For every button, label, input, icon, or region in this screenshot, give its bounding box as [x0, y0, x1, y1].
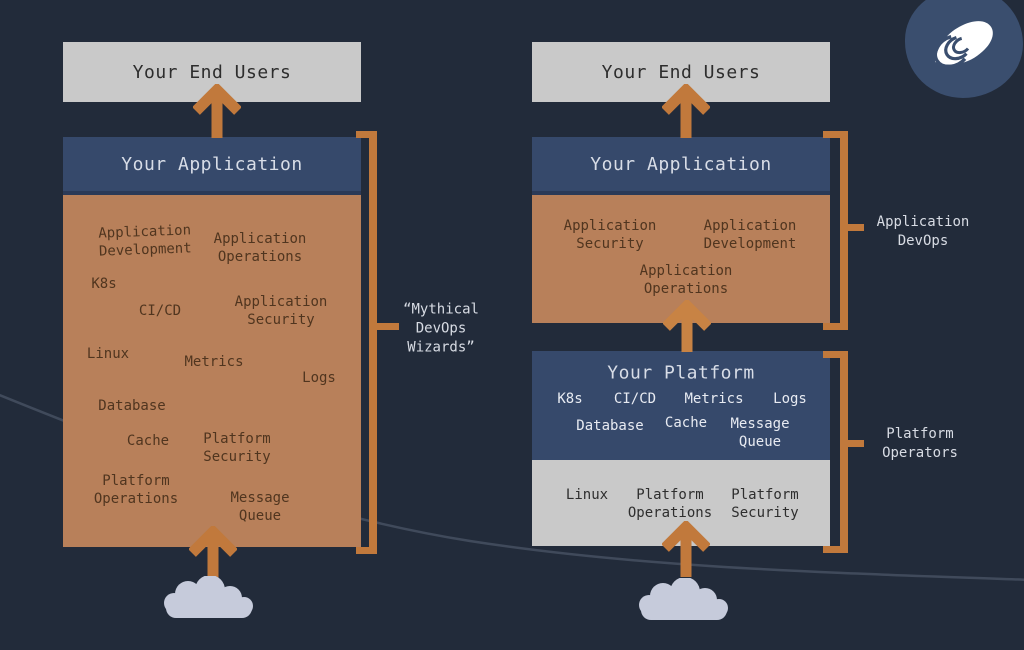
- item-application-operations: Application Operations: [639, 263, 733, 297]
- item-message-queue: Message Queue: [230, 490, 290, 524]
- item-platform-operations: Platform Operations: [627, 487, 713, 521]
- left-application-title: Your Application: [63, 137, 361, 195]
- platform-title: Your Platform: [607, 362, 755, 384]
- mussel-shell-logo-icon: [933, 21, 993, 69]
- item-logs: Logs: [302, 370, 336, 386]
- arrow-up-icon: [189, 526, 237, 582]
- item-ci-cd: CI/CD: [613, 391, 657, 407]
- left-end-users-box: Your End Users: [63, 42, 361, 102]
- item-application-security: Application Security: [563, 218, 657, 252]
- item-k8s: K8s: [557, 391, 583, 407]
- item-metrics: Metrics: [684, 391, 744, 407]
- arrow-up-icon: [662, 521, 710, 577]
- left-application-body: Application Development Application Opera…: [63, 195, 361, 547]
- item-linux: Linux: [86, 346, 130, 362]
- platform-operators-bracket-shape: [823, 351, 864, 553]
- item-application-development: Application Development: [98, 222, 192, 260]
- arrow-up-icon: [663, 300, 711, 352]
- platform-operators-label: Platform Operators: [882, 426, 958, 461]
- item-application-security: Application Security: [234, 294, 328, 328]
- cloud-icon: [164, 576, 253, 618]
- item-database: Database: [576, 418, 644, 434]
- cloud-icon: [639, 578, 728, 620]
- left-bracket-shape: [356, 131, 399, 554]
- right-end-users-box: Your End Users: [532, 42, 830, 102]
- item-ci-cd: CI/CD: [138, 303, 182, 319]
- right-application-body: Application Security Application Developm…: [532, 195, 830, 323]
- item-metrics: Metrics: [184, 354, 244, 370]
- item-database: Database: [98, 398, 166, 414]
- mythical-devops-wizards-label: “Mythical DevOps Wizards”: [403, 301, 479, 356]
- item-application-operations: Application Operations: [213, 231, 307, 265]
- item-k8s: K8s: [91, 276, 117, 292]
- application-devops-label: Application DevOps: [876, 214, 970, 249]
- item-linux: Linux: [565, 487, 609, 503]
- item-application-development: Application Development: [703, 218, 797, 252]
- arrow-up-icon: [662, 84, 710, 138]
- left-application-box: Your Application Application Development…: [63, 137, 361, 547]
- item-message-queue: Message Queue: [730, 416, 790, 450]
- item-platform-operations: Platform Operations: [93, 473, 179, 507]
- item-platform-security: Platform Security: [203, 431, 271, 465]
- item-platform-security: Platform Security: [731, 487, 799, 521]
- item-cache: Cache: [126, 433, 170, 449]
- application-devops-bracket-shape: [823, 131, 864, 330]
- right-application-title: Your Application: [532, 137, 830, 195]
- arrow-up-icon: [193, 84, 241, 138]
- item-cache: Cache: [664, 415, 708, 431]
- item-logs: Logs: [773, 391, 807, 407]
- logo-badge: [905, 0, 1023, 98]
